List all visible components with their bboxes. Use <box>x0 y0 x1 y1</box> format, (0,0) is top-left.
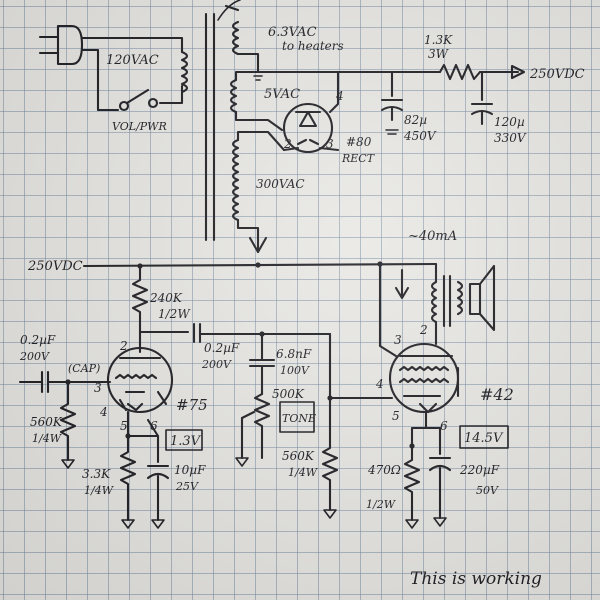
pa-cathode-cap-voltage: 50V <box>476 484 499 497</box>
tube-42-pin-2: 2 <box>419 323 428 337</box>
power-switch <box>118 88 159 112</box>
plate-current-label: ~40mA <box>408 229 457 244</box>
hv-winding <box>231 130 286 254</box>
tube-75-pin-6: 6 <box>150 419 158 433</box>
pa-grid-resistor-power: 1/4W <box>288 466 319 479</box>
transformer-primary-coil <box>180 50 189 94</box>
power-switch-label: VOL/PWR <box>112 120 167 133</box>
plate-resistor-value: 240K <box>149 291 183 305</box>
pa-cathode-voltage: 14.5V <box>464 431 504 446</box>
input-cap-note: (CAP) <box>68 362 100 375</box>
preamp-cathode-voltage-box <box>165 429 203 451</box>
cap2-voltage: 330V <box>494 131 527 145</box>
tube-42-label: #42 <box>480 385 514 404</box>
tone-cap-value: 6.8nF <box>276 347 312 361</box>
b-plus-label: 250VDC <box>27 259 83 274</box>
coupling-cap-value: 0.2µF <box>204 341 240 355</box>
cathode-resistor-value: 3.3K <box>82 467 111 481</box>
coupling-cap-voltage: 200V <box>201 358 232 371</box>
rect-pin-2: 2 <box>283 137 292 151</box>
cap1-voltage: 450V <box>403 129 437 143</box>
supply-resistor-power: 3W <box>428 47 450 61</box>
pa-cathode-cap-value: 220µF <box>459 463 500 477</box>
tube-75-pin-5: 5 <box>120 419 128 433</box>
output-transformer <box>430 274 464 346</box>
current-arrow <box>394 268 410 300</box>
power-amp-cathode <box>403 410 509 529</box>
tone-pot-label: TONE <box>282 412 316 425</box>
tube-75-pin-2: 2 <box>119 339 128 353</box>
supply-output-label: 250VDC <box>529 67 585 82</box>
tube-75 <box>106 346 174 414</box>
input-cap-voltage: 200V <box>19 350 50 363</box>
tube-42-pin-4: 4 <box>375 377 384 391</box>
tube-75-pin-4: 4 <box>99 405 108 419</box>
rect-pin-4: 4 <box>335 89 344 103</box>
hv-winding-label: 300VAC <box>256 177 305 191</box>
grid-resistor-value: 560K <box>30 415 63 429</box>
tone-cap-voltage: 100V <box>280 364 310 377</box>
supply-resistor-value: 1.3K <box>424 33 453 47</box>
cap1-value: 82µ <box>404 113 427 127</box>
tone-pot-value: 500K <box>272 387 305 401</box>
rectifier-name: #80 <box>346 135 372 149</box>
tube-75-label: #75 <box>176 396 208 414</box>
preamp-cathode-voltage: 1.3V <box>170 434 202 449</box>
heater-note: to heaters <box>282 39 344 53</box>
power-plug <box>38 24 84 66</box>
output-arrow <box>510 64 526 80</box>
grid-resistor-560k-2 <box>321 396 339 519</box>
tone-pot <box>235 392 315 467</box>
cap2-value: 120µ <box>494 115 525 129</box>
cathode-resistor-power: 1/4W <box>84 484 115 497</box>
tube-42-pin-3: 3 <box>394 333 402 347</box>
screen-wiring <box>378 262 438 358</box>
cathode-cap-value: 10µF <box>174 463 206 477</box>
rect-winding-label: 5VAC <box>264 87 300 102</box>
grid-resistor-power: 1/4W <box>32 432 63 445</box>
speaker <box>468 264 496 332</box>
filter-cap-1 <box>380 98 404 135</box>
cathode-cap-voltage: 25V <box>175 480 199 493</box>
supply-resistor <box>438 63 482 81</box>
plate-resistor-240k <box>131 264 149 334</box>
tube-42-pin-6: 6 <box>440 419 448 433</box>
rectifier-subtitle: RECT <box>341 152 376 165</box>
tube-42 <box>388 342 460 414</box>
transformer-core <box>204 12 216 242</box>
rect-winding <box>229 70 404 132</box>
pa-grid-resistor-value: 560K <box>282 449 315 463</box>
preamp-cathode <box>119 410 170 529</box>
tube-75-pin-3: 3 <box>94 381 102 395</box>
tone-cap <box>248 332 276 396</box>
tube-42-pin-5: 5 <box>392 409 400 423</box>
rect-pin-3: 3 <box>326 137 334 151</box>
primary-voltage-label: 120VAC <box>106 53 159 68</box>
rectifier-tube-80 <box>282 70 340 154</box>
grid-resistor-560k <box>59 380 77 469</box>
heater-voltage-label: 6.3VAC <box>268 25 317 40</box>
handwritten-note: This is working <box>410 569 542 589</box>
heater-winding <box>217 0 265 81</box>
filter-cap-2 <box>470 102 494 126</box>
pa-cathode-resistor-power: 1/2W <box>366 498 397 511</box>
input-cap-value: 0.2µF <box>20 333 56 347</box>
pa-cathode-resistor-value: 470Ω <box>367 463 401 477</box>
plate-resistor-power: 1/2W <box>158 307 191 321</box>
